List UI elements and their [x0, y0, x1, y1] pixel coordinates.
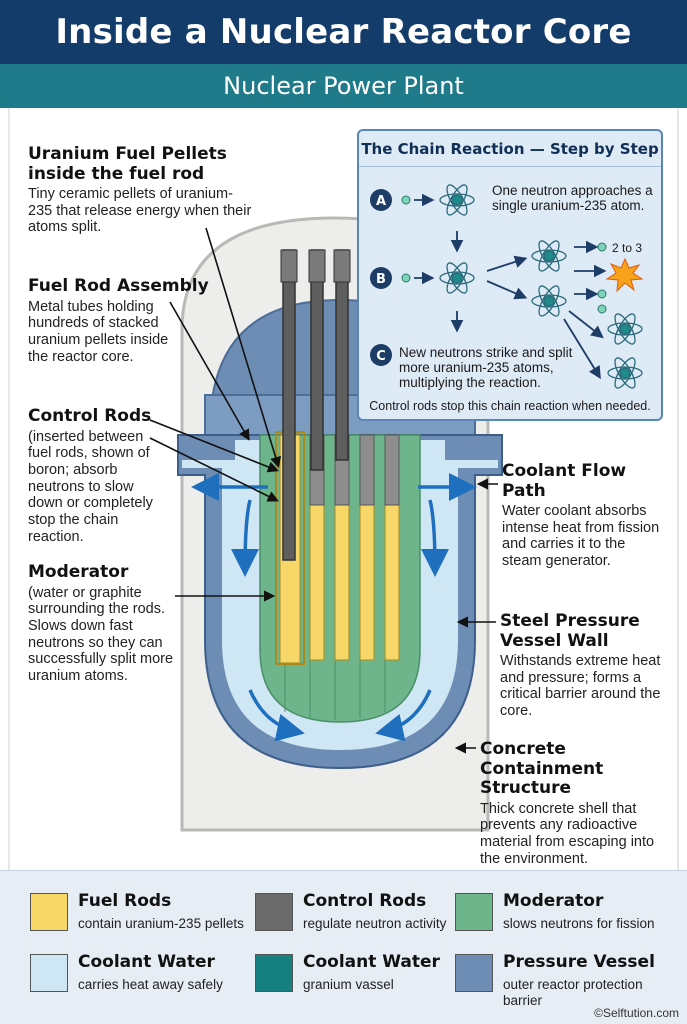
legend-desc: contain uranium-235 pellets: [78, 916, 244, 931]
pressure-vessel-wall-desc: Withstands extreme heat and pressure; fo…: [500, 653, 661, 720]
control-rods-desc: (inserted between fuel rods, shown of bo…: [28, 428, 153, 545]
leader-lines: [149, 227, 498, 754]
legend-swatch: [30, 954, 68, 992]
step-a-text: One neutron approaches a single uranium-…: [492, 183, 653, 214]
label-control-rods: Control Rods (inserted between fuel rods…: [28, 406, 154, 545]
moderator-desc: (water or graphite surrounding the rods.…: [28, 584, 174, 684]
label-coolant-flow: Coolant Flow Path Water coolant absorbs …: [502, 461, 662, 570]
legend-swatch: [255, 893, 293, 931]
coolant-flow-heading: Coolant Flow Path: [502, 461, 627, 501]
legend-title: Moderator: [503, 891, 604, 911]
legend-swatch: [455, 893, 493, 931]
legend-desc: outer reactor protection barrier: [503, 977, 643, 1008]
chain-reaction-title: The Chain Reaction — Step by Step: [359, 131, 661, 167]
legend-swatch: [455, 954, 493, 992]
legend-title: Fuel Rods: [78, 891, 172, 911]
chain-reaction-footer: Control rods stop this chain reaction wh…: [369, 399, 651, 413]
legend-desc: carries heat away safely: [78, 977, 223, 992]
moderator-heading: Moderator: [28, 562, 129, 582]
reaction-arrows: [414, 193, 607, 380]
legend-swatch: [30, 893, 68, 931]
marker-c: C: [376, 349, 386, 364]
subtitle-banner: Nuclear Power Plant: [0, 64, 687, 108]
uranium-atoms: [439, 184, 643, 389]
label-pressure-vessel-wall: Steel Pressure Vessel Wall Withstands ex…: [500, 611, 672, 720]
legend: Fuel Rods contain uranium-235 pellets Co…: [0, 870, 687, 1024]
marker-b: B: [376, 272, 386, 287]
legend-desc: granium vassel: [303, 977, 394, 992]
legend-title: Pressure Vessel: [503, 952, 655, 972]
control-rod-stems: [280, 249, 351, 283]
fuel-rod-assembly-desc: Metal tubes holding hundreds of stacked …: [28, 298, 169, 365]
chain-reaction-panel: The Chain Reaction — Step by Step A B C: [357, 129, 663, 421]
neutron-particles: [401, 195, 607, 314]
containment-desc: Thick concrete shell that prevents any r…: [480, 800, 655, 867]
coolant-flow-desc: Water coolant absorbs intense heat from …: [502, 503, 660, 570]
legend-desc: regulate neutron activity: [303, 916, 447, 931]
coolant-flow-arrows: [191, 473, 477, 742]
legend-title: Coolant Water: [303, 952, 440, 972]
label-moderator: Moderator (water or graphite surrounding…: [28, 562, 178, 685]
legend-title: Coolant Water: [78, 952, 215, 972]
page-title: Inside a Nuclear Reactor Core: [55, 12, 632, 52]
legend-title: Control Rods: [303, 891, 427, 911]
page-subtitle: Nuclear Power Plant: [223, 72, 464, 100]
step-c-text: New neutrons strike and split more urani…: [399, 345, 573, 391]
neutron-count-label: 2 to 3: [612, 241, 642, 255]
legend-desc: slows neutrons for fission: [503, 916, 655, 931]
containment-heading: Concrete Containment Structure: [480, 739, 604, 799]
label-containment: Concrete Containment Structure Thick con…: [480, 739, 678, 867]
fuel-rod-assembly-heading: Fuel Rod Assembly: [28, 276, 209, 296]
legend-swatch: [255, 954, 293, 992]
pressure-vessel-wall-heading: Steel Pressure Vessel Wall: [500, 611, 640, 651]
fuel-pellets-desc: Tiny ceramic pellets of uranium-235 that…: [28, 186, 252, 236]
marker-a: A: [376, 194, 386, 209]
step-markers: A B C: [370, 189, 392, 366]
title-banner: Inside a Nuclear Reactor Core: [0, 0, 687, 64]
label-fuel-pellets: Uranium Fuel Pellets inside the fuel rod…: [28, 144, 253, 236]
control-rods-heading: Control Rods: [28, 406, 152, 426]
credit-text: ©Selftution.com: [594, 1006, 679, 1020]
fuel-pellets-heading: Uranium Fuel Pellets inside the fuel rod: [28, 144, 227, 184]
chain-reaction-graphic: A B C 2 to 3: [370, 184, 644, 389]
energy-burst-icon: [605, 257, 644, 293]
label-fuel-rod-assembly: Fuel Rod Assembly Metal tubes holding hu…: [28, 276, 209, 365]
